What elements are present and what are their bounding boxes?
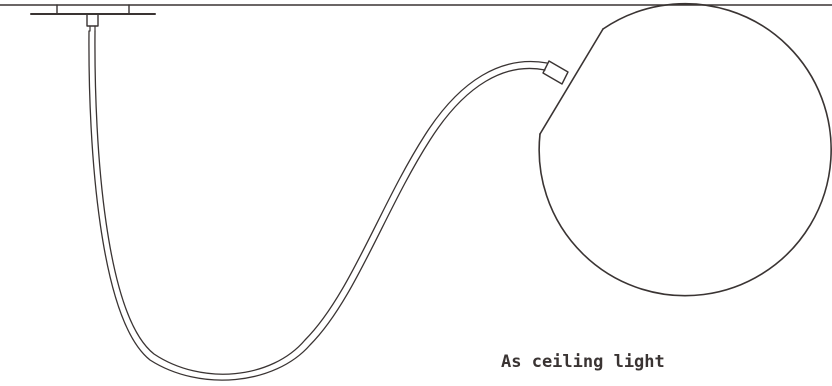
diagram-caption: As ceiling light — [501, 352, 665, 372]
lamp-cable-connector — [542, 60, 569, 85]
canopy-cable-connector — [86, 13, 99, 32]
lamp-globe — [538, 2, 832, 297]
power-cable — [88, 30, 548, 381]
lamp-globe-rim — [539, 28, 604, 135]
ceiling-canopy — [30, 4, 156, 15]
